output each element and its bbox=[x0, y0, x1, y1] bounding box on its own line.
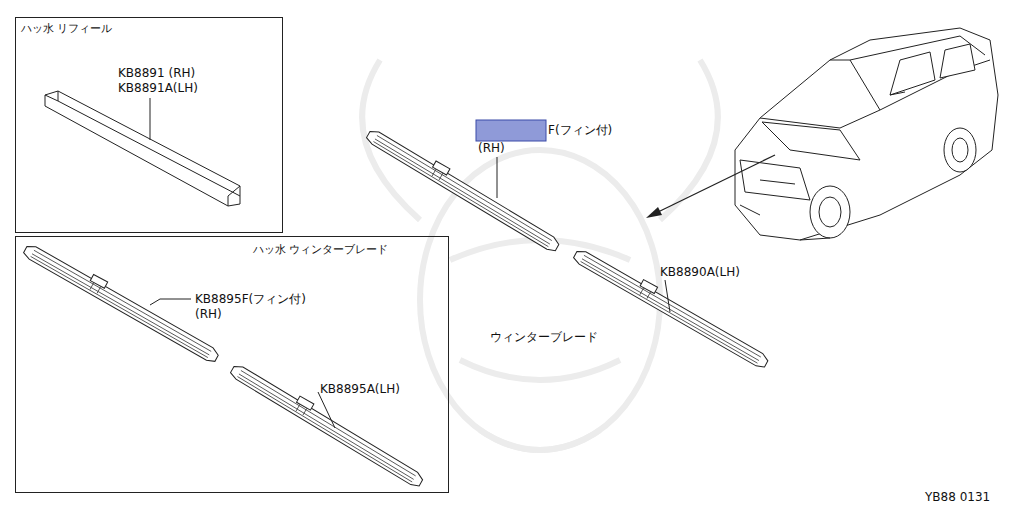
leader-line bbox=[150, 98, 151, 140]
group-frame: ハッ水 リフィール bbox=[15, 17, 283, 233]
part-number: KB8895A(LH) bbox=[320, 382, 400, 396]
part-number: KB8891A(LH) bbox=[118, 81, 198, 95]
vehicle-drawing bbox=[735, 28, 998, 240]
blade-drawing bbox=[363, 125, 565, 253]
leader-line bbox=[150, 157, 670, 428]
blade-drawing bbox=[20, 240, 224, 364]
part-number: KB8890A(LH) bbox=[660, 265, 740, 279]
highlight-box bbox=[476, 120, 546, 141]
part-number: (RH) bbox=[195, 307, 222, 321]
part-number: KB8891 (RH) bbox=[118, 66, 195, 80]
figure-code: YB88 0131 bbox=[925, 490, 990, 504]
group-frame: ハッ水 ウィンターブレード bbox=[15, 236, 449, 493]
blade-drawing bbox=[570, 245, 774, 369]
part-number: F(フィン付) bbox=[548, 123, 612, 137]
frame-heading: ハッ水 ウィンターブレード bbox=[253, 243, 389, 257]
arrow-head bbox=[646, 207, 662, 218]
blade-drawing bbox=[227, 360, 429, 488]
watermark bbox=[362, 60, 718, 450]
pointer-arrow bbox=[656, 155, 775, 213]
part-number: (RH) bbox=[478, 141, 505, 155]
part-number: KB8895F(フィン付) bbox=[195, 292, 306, 306]
frame-heading: ハッ水 リフィール bbox=[21, 22, 113, 36]
refill-drawing bbox=[45, 91, 240, 206]
part-number: ウィンターブレード bbox=[490, 330, 598, 344]
